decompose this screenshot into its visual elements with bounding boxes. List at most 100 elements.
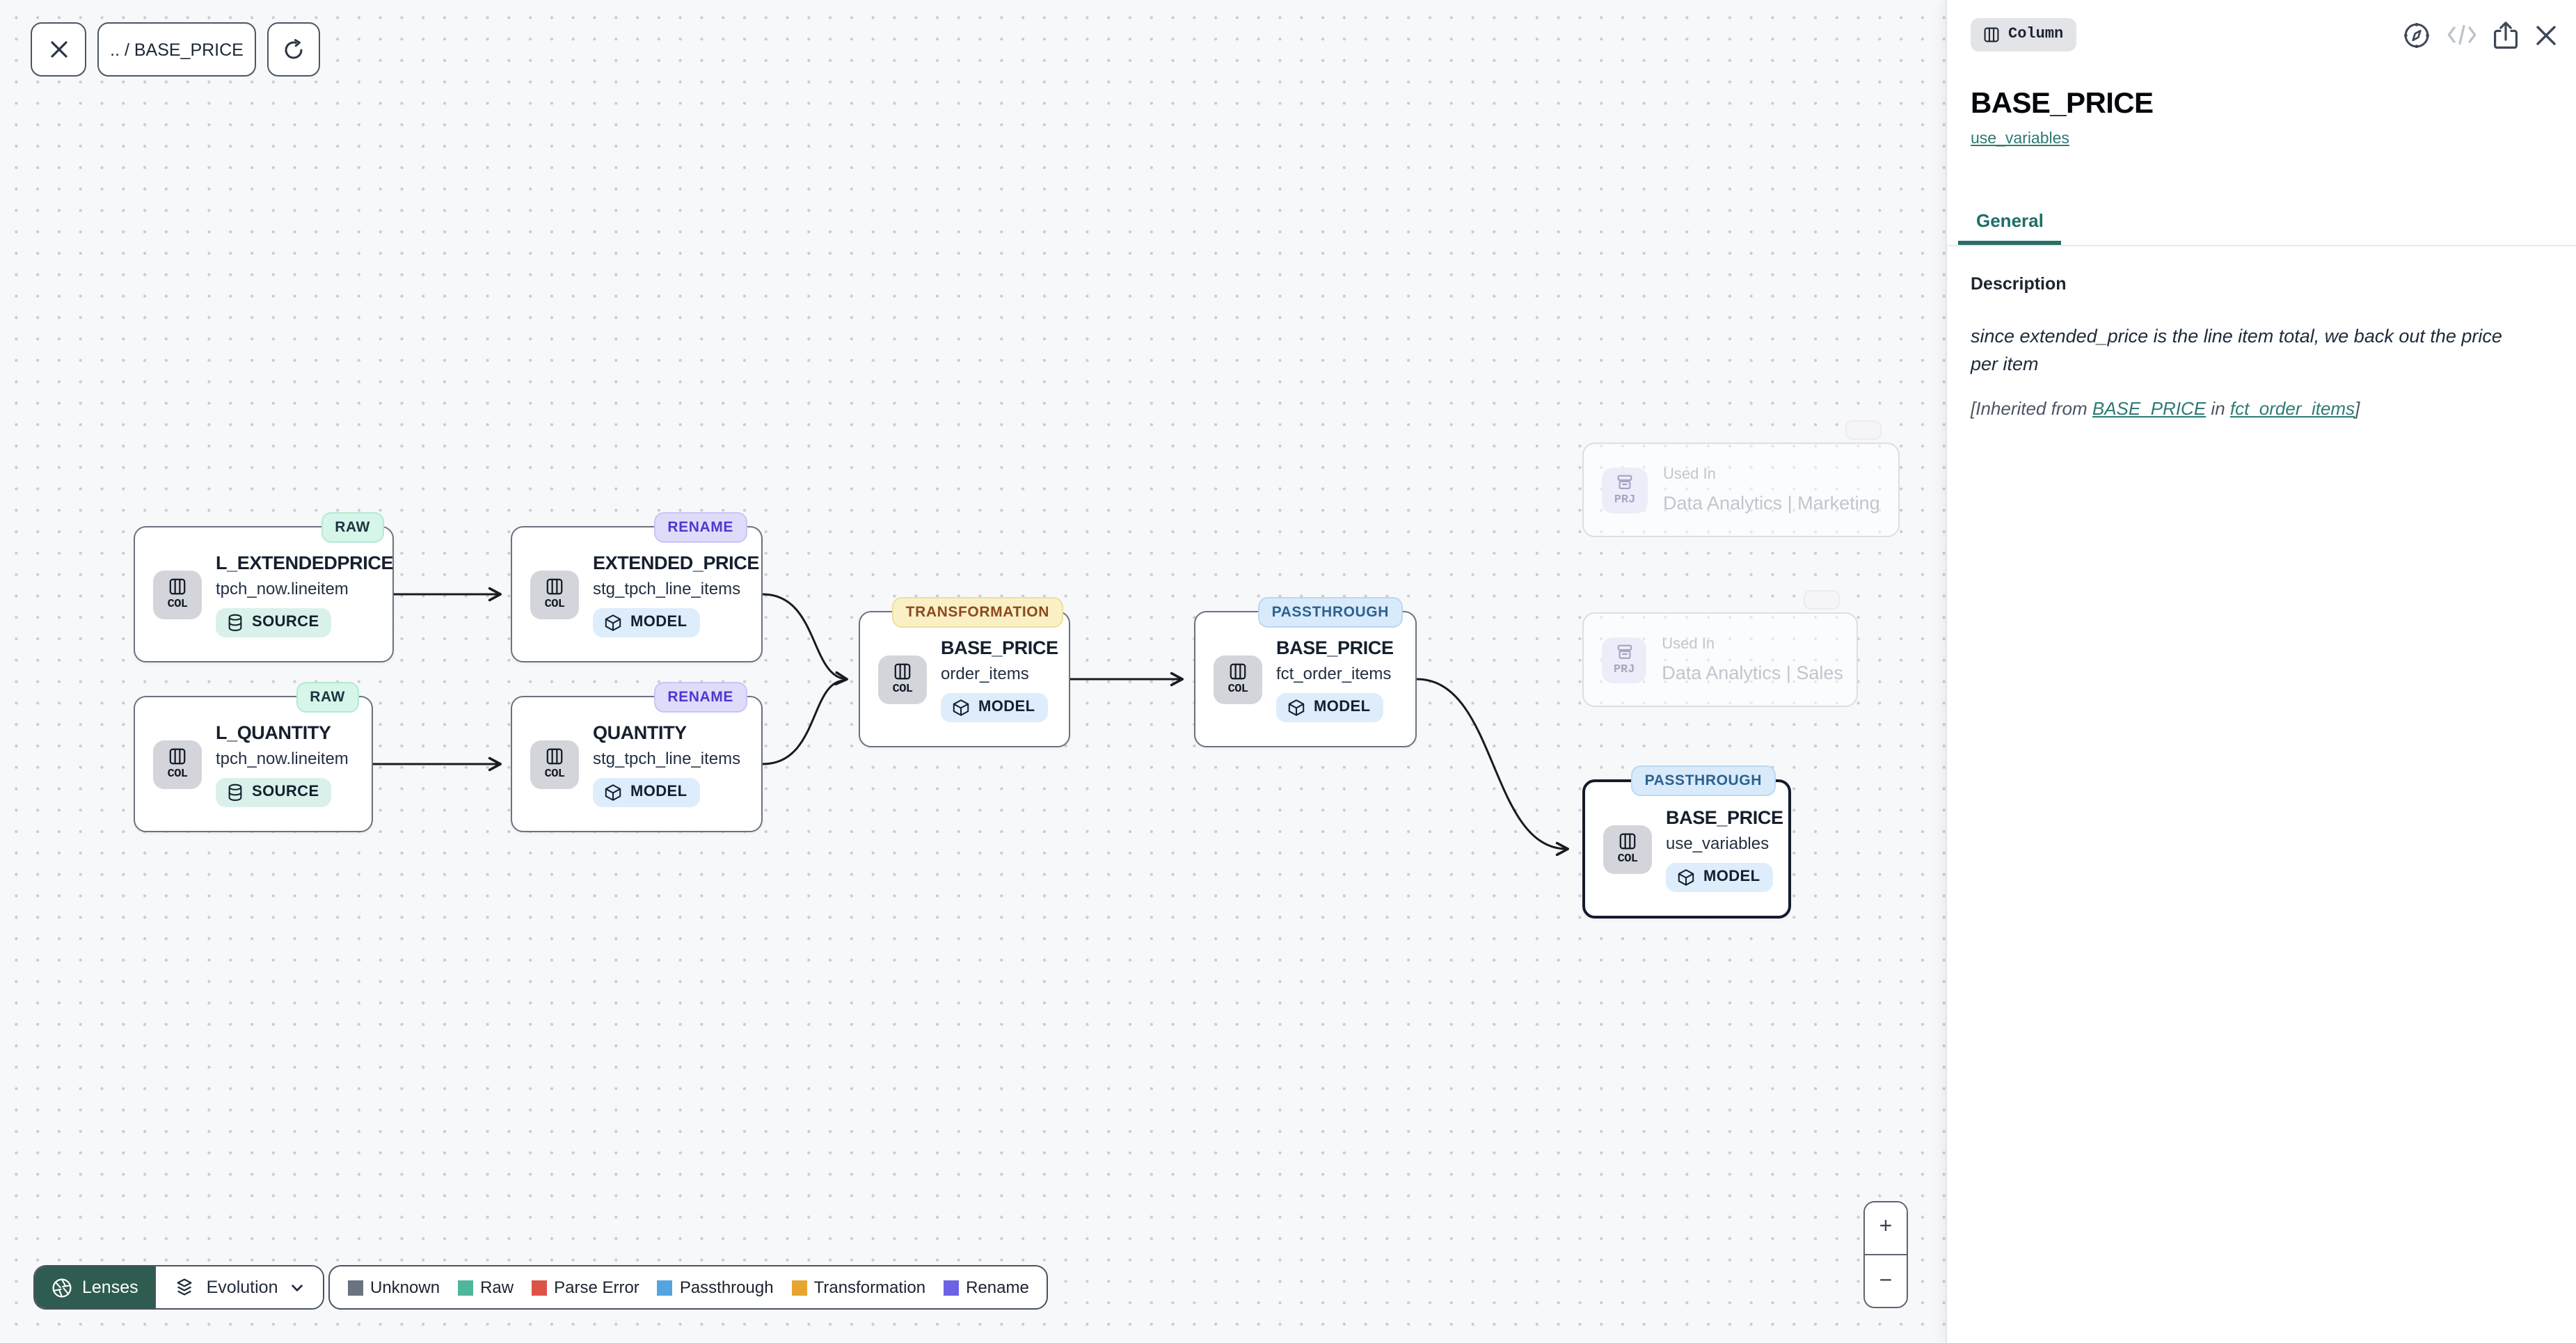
close-icon xyxy=(2536,25,2556,45)
node-type-badge: SOURCE xyxy=(216,777,332,806)
lineage-node-l-extendedprice[interactable]: RAW COL L_EXTENDEDPRICE tpch_now.lineite… xyxy=(134,512,394,662)
chip-label: PRJ xyxy=(1614,493,1636,507)
node-title: L_QUANTITY xyxy=(216,722,331,742)
zoom-controls: + − xyxy=(1863,1201,1908,1308)
node-title: BASE_PRICE xyxy=(941,637,1058,658)
share-button[interactable] xyxy=(2492,20,2519,49)
ghost-node-used-in-sales[interactable]: PRJ Used In Data Analytics | Sales xyxy=(1582,590,1858,707)
compass-icon xyxy=(2404,22,2429,47)
column-chip: COL xyxy=(153,740,202,788)
archive-icon xyxy=(1616,644,1632,660)
lineage-node-extended-price[interactable]: RENAME COL EXTENDED_PRICE stg_tpch_line_… xyxy=(511,512,763,662)
cube-icon xyxy=(605,614,621,630)
node-title: BASE_PRICE xyxy=(1276,637,1394,658)
database-icon xyxy=(228,613,242,630)
explore-button[interactable] xyxy=(2402,20,2431,49)
zoom-in-button[interactable]: + xyxy=(1865,1202,1907,1254)
columns-icon xyxy=(546,748,563,765)
close-panel-button[interactable] xyxy=(2534,23,2558,47)
close-icon xyxy=(50,41,67,58)
columns-icon xyxy=(169,578,186,595)
legend-swatch xyxy=(657,1280,673,1295)
lineage-node-base-price-use-variables[interactable]: PASSTHROUGH COL BASE_PRICE use_variables… xyxy=(1582,765,1791,919)
legend-swatch xyxy=(791,1280,807,1295)
chip-label: COL xyxy=(1227,682,1248,696)
node-subtitle: stg_tpch_line_items xyxy=(593,578,741,598)
node-subtitle: tpch_now.lineitem xyxy=(216,578,349,598)
inherited-note: [Inherited from BASE_PRICE in fct_order_… xyxy=(1971,398,2360,420)
node-type-badge: MODEL xyxy=(1276,692,1383,722)
node-type-badge: MODEL xyxy=(941,692,1048,722)
archive-icon xyxy=(1617,475,1632,490)
columns-icon xyxy=(546,578,563,595)
evolution-badge: RAW xyxy=(296,682,359,713)
refresh-button[interactable] xyxy=(267,22,320,77)
evolution-badge: PASSTHROUGH xyxy=(1630,765,1776,796)
panel-title: BASE_PRICE xyxy=(1971,88,2154,120)
legend-item-raw: Raw xyxy=(458,1278,514,1297)
evolution-badge: RENAME xyxy=(653,682,747,713)
ghost-label: Used In xyxy=(1662,636,1715,653)
project-chip: PRJ xyxy=(1602,467,1648,513)
chip-label: COL xyxy=(544,597,565,611)
panel-tabs: General xyxy=(1947,200,2576,246)
legend-item-passthrough: Passthrough xyxy=(657,1278,774,1297)
evolution-badge: RAW xyxy=(321,512,384,543)
legend-swatch xyxy=(532,1280,548,1295)
lineage-node-base-price-fct-order-items[interactable]: PASSTHROUGH COL BASE_PRICE fct_order_ite… xyxy=(1194,597,1417,747)
inherited-column-link[interactable]: BASE_PRICE xyxy=(2092,398,2207,420)
lineage-node-base-price-order-items[interactable]: TRANSFORMATION COL BASE_PRICE order_item… xyxy=(859,597,1070,747)
code-button[interactable] xyxy=(2447,24,2477,46)
node-type-badge: SOURCE xyxy=(216,607,332,637)
lineage-node-l-quantity[interactable]: RAW COL L_QUANTITY tpch_now.lineitem SOU… xyxy=(134,682,373,832)
evolution-badge: RENAME xyxy=(653,512,747,543)
entity-type-badge: Column xyxy=(1971,18,2076,51)
tab-general[interactable]: General xyxy=(1958,199,2062,245)
lens-dropdown[interactable]: Evolution xyxy=(154,1266,323,1308)
columns-icon xyxy=(1230,663,1246,680)
cube-icon xyxy=(953,699,969,715)
node-subtitle: use_variables xyxy=(1666,833,1770,852)
chip-label: COL xyxy=(892,682,913,696)
legend-item-rename: Rename xyxy=(944,1278,1029,1297)
ghost-name: Data Analytics | Sales xyxy=(1662,662,1843,683)
column-chip: COL xyxy=(530,570,579,619)
lens-aperture-icon xyxy=(52,1278,72,1297)
inherited-model-link[interactable]: fct_order_items xyxy=(2229,398,2355,420)
column-chip: COL xyxy=(530,740,579,788)
columns-icon xyxy=(169,748,186,765)
code-icon xyxy=(2447,24,2476,45)
lenses-button[interactable]: Lenses xyxy=(35,1266,155,1308)
legend-item-transformation: Transformation xyxy=(791,1278,925,1297)
cube-icon xyxy=(1288,699,1305,715)
legend-item-parse-error: Parse Error xyxy=(532,1278,639,1297)
legend-swatch xyxy=(458,1280,474,1295)
node-type-badge: MODEL xyxy=(593,777,700,806)
columns-icon xyxy=(1984,27,1999,42)
node-subtitle: tpch_now.lineitem xyxy=(216,748,349,768)
column-chip: COL xyxy=(153,570,202,619)
chip-label: COL xyxy=(167,767,188,781)
node-subtitle: order_items xyxy=(941,663,1029,683)
legend-item-unknown: Unknown xyxy=(348,1278,440,1297)
refresh-icon xyxy=(285,38,303,58)
lineage-node-quantity[interactable]: RENAME COL QUANTITY stg_tpch_line_items … xyxy=(511,682,763,832)
detail-panel: Column BASE_PRICE use_variables Gener xyxy=(1946,0,2576,1343)
column-chip: COL xyxy=(1603,825,1652,873)
node-title: L_EXTENDEDPRICE xyxy=(216,552,394,573)
model-link[interactable]: use_variables xyxy=(1971,131,2069,148)
node-title: QUANTITY xyxy=(593,722,687,742)
chip-label: COL xyxy=(167,597,188,611)
node-title: EXTENDED_PRICE xyxy=(593,552,759,573)
node-type-badge: MODEL xyxy=(593,607,700,637)
description-section: Description since extended_price is the … xyxy=(1947,246,2576,419)
cube-icon xyxy=(1678,868,1694,885)
ghost-node-used-in-marketing[interactable]: PRJ Used In Data Analytics | Marketing xyxy=(1582,420,1900,537)
share-icon xyxy=(2494,21,2518,48)
node-type-badge: MODEL xyxy=(1666,862,1773,891)
zoom-out-button[interactable]: − xyxy=(1865,1255,1907,1307)
close-lineage-button[interactable] xyxy=(31,22,86,77)
cube-icon xyxy=(605,784,621,800)
evolution-legend: Unknown Raw Parse Error Passthrough Tran… xyxy=(328,1265,1049,1310)
breadcrumb[interactable]: .. / BASE_PRICE xyxy=(97,22,256,77)
